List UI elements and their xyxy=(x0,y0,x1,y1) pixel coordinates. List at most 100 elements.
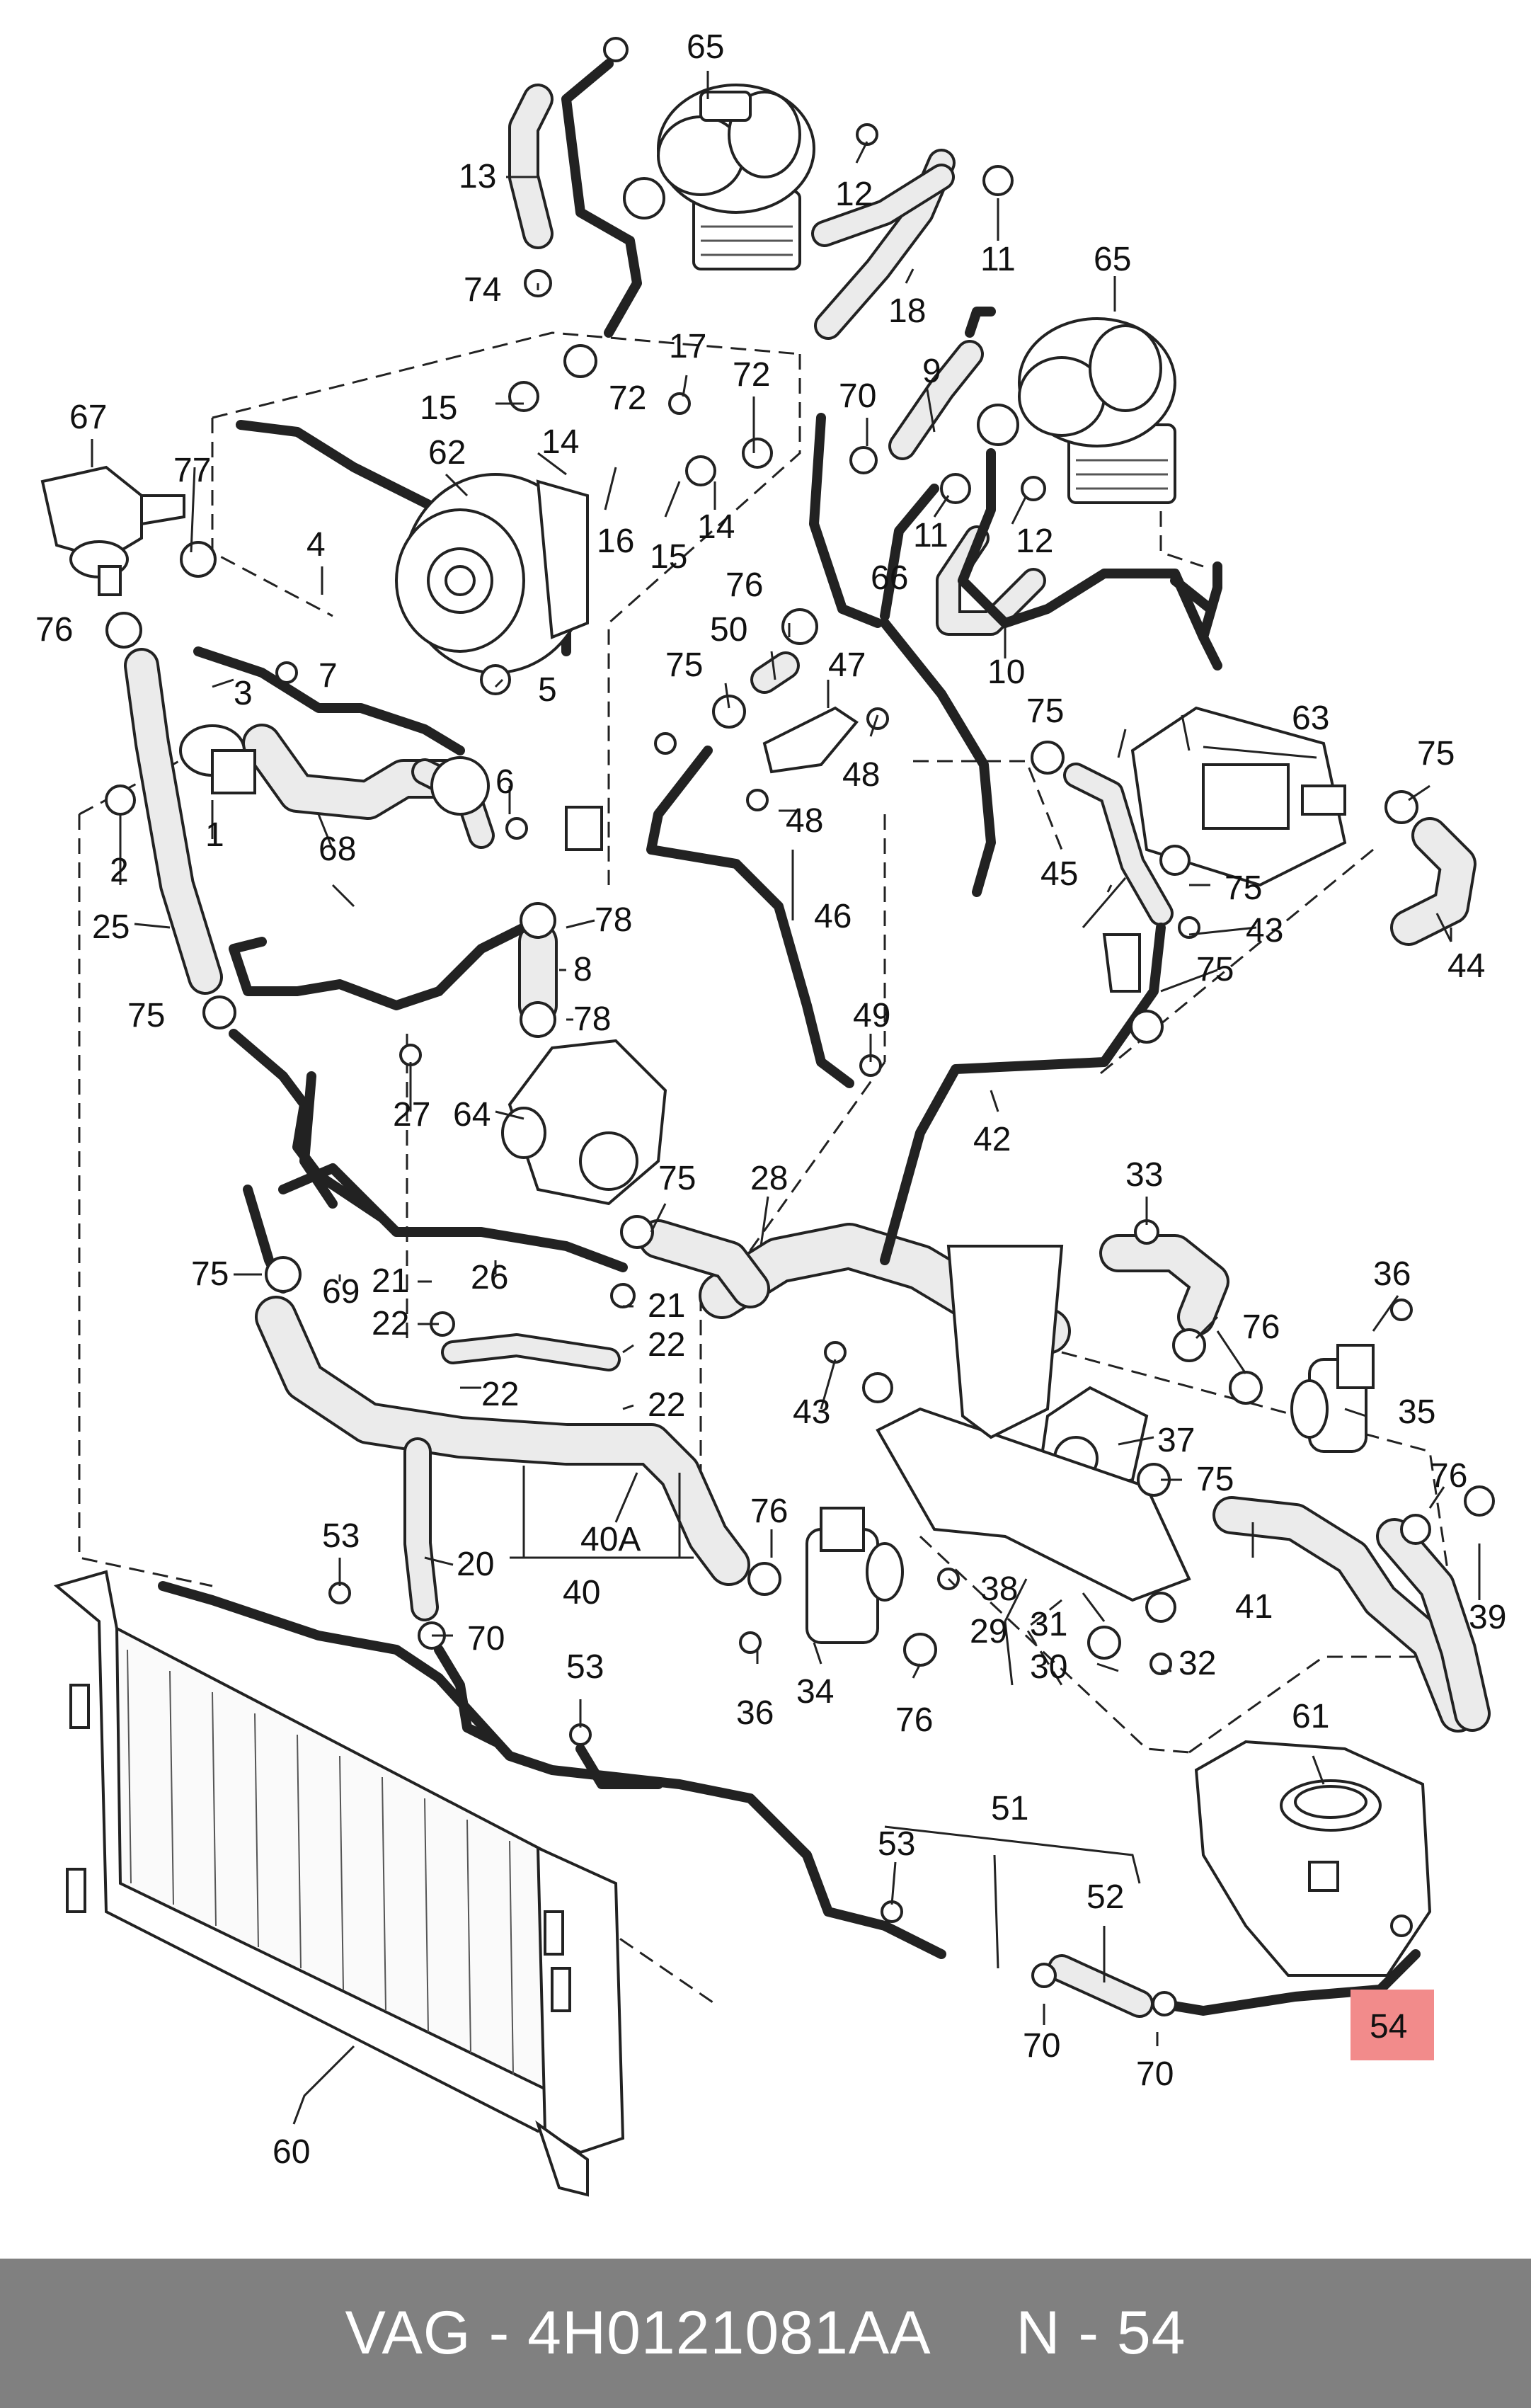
label-22b: 22 xyxy=(648,1326,685,1364)
radiator xyxy=(53,1570,625,2197)
label-69: 69 xyxy=(322,1273,360,1311)
label-25: 25 xyxy=(92,908,130,946)
label-45: 45 xyxy=(1040,855,1078,893)
label-50: 50 xyxy=(710,611,747,649)
label-76d: 76 xyxy=(1430,1457,1467,1495)
label-77: 77 xyxy=(173,452,211,489)
label-76e: 76 xyxy=(750,1493,788,1530)
footer-bar: VAG - 4H0121081AA N - 54 xyxy=(0,2259,1531,2408)
label-10: 10 xyxy=(987,654,1025,691)
label-14b: 14 xyxy=(697,508,735,546)
label-65a: 65 xyxy=(687,28,724,66)
label-40a: 40A xyxy=(580,1521,641,1558)
label-27: 27 xyxy=(393,1096,430,1134)
label-21a: 21 xyxy=(372,1262,409,1300)
highlight-box-54 xyxy=(1351,1990,1434,2060)
components xyxy=(40,84,1432,1977)
label-37: 37 xyxy=(1157,1422,1195,1459)
valve-35 xyxy=(1290,1344,1375,1453)
label-53b: 53 xyxy=(566,1648,604,1686)
label-39: 39 xyxy=(1469,1599,1506,1636)
label-67: 67 xyxy=(69,399,107,436)
label-76a: 76 xyxy=(726,566,763,604)
flange xyxy=(179,724,490,816)
label-8: 8 xyxy=(573,951,592,988)
label-52: 52 xyxy=(1086,1878,1124,1916)
label-54: 54 xyxy=(1370,2008,1407,2045)
label-42: 42 xyxy=(973,1121,1011,1158)
label-35: 35 xyxy=(1398,1393,1435,1431)
label-2: 2 xyxy=(110,852,129,889)
label-68: 68 xyxy=(319,831,356,868)
label-11a: 11 xyxy=(980,241,1016,278)
label-28: 28 xyxy=(750,1160,788,1197)
label-22a: 22 xyxy=(372,1305,409,1342)
label-72a: 72 xyxy=(609,380,646,417)
label-70c: 70 xyxy=(1023,2027,1060,2065)
label-13: 13 xyxy=(459,158,496,195)
label-32: 32 xyxy=(1179,1645,1216,1682)
label-16: 16 xyxy=(597,523,634,560)
pipes xyxy=(158,59,1421,2016)
label-21b: 21 xyxy=(648,1287,685,1325)
label-17: 17 xyxy=(669,328,706,365)
part-number-caption: VAG - 4H0121081AA N - 54 xyxy=(345,2299,1186,2367)
label-75c: 75 xyxy=(1417,735,1455,772)
expansion-tank xyxy=(1194,1740,1432,1977)
label-75e: 75 xyxy=(127,997,165,1034)
label-75g: 75 xyxy=(658,1160,696,1197)
radiator-fins xyxy=(127,1649,514,2075)
label-75b: 75 xyxy=(1026,692,1064,730)
label-64: 64 xyxy=(453,1096,491,1134)
label-44: 44 xyxy=(1447,947,1485,985)
leader-lines xyxy=(91,71,1481,2125)
label-34: 34 xyxy=(796,1673,834,1711)
label-11b: 11 xyxy=(913,517,948,554)
label-75a: 75 xyxy=(665,646,703,684)
clamps-and-bolts xyxy=(105,37,1495,2016)
label-36a: 36 xyxy=(1373,1255,1411,1293)
label-31: 31 xyxy=(1030,1606,1067,1643)
water-pump xyxy=(501,1039,667,1206)
label-72b: 72 xyxy=(733,356,770,394)
label-7: 7 xyxy=(319,657,338,695)
label-9: 9 xyxy=(922,353,941,390)
label-70a: 70 xyxy=(839,377,876,415)
label-41: 41 xyxy=(1235,1588,1273,1626)
label-12a: 12 xyxy=(835,176,873,213)
label-43a: 43 xyxy=(1246,912,1283,949)
label-1: 1 xyxy=(205,816,224,854)
label-26: 26 xyxy=(471,1259,508,1296)
label-48a: 48 xyxy=(842,756,880,794)
label-63: 63 xyxy=(1292,700,1329,737)
callout-labels: 65 13 12 11 74 18 65 67 15 72 17 72 70 9… xyxy=(35,28,1506,2171)
auxiliary-pump xyxy=(40,465,185,596)
turbocharger-top xyxy=(623,84,815,270)
label-75d: 75 xyxy=(1225,869,1262,907)
label-61: 61 xyxy=(1292,1698,1329,1735)
label-53a: 53 xyxy=(322,1517,360,1555)
label-6: 6 xyxy=(495,763,515,801)
label-4: 4 xyxy=(306,526,326,564)
label-48b: 48 xyxy=(786,802,823,840)
label-76b: 76 xyxy=(35,611,73,649)
label-76f: 76 xyxy=(895,1701,933,1739)
label-22d: 22 xyxy=(648,1386,685,1424)
label-76c: 76 xyxy=(1242,1308,1280,1346)
label-43b: 43 xyxy=(793,1393,830,1431)
label-38: 38 xyxy=(980,1570,1018,1608)
valve-34 xyxy=(805,1507,904,1644)
label-49: 49 xyxy=(853,997,890,1034)
label-74: 74 xyxy=(464,271,501,309)
label-66: 66 xyxy=(871,559,908,597)
label-14a: 14 xyxy=(541,423,579,461)
label-30: 30 xyxy=(1030,1648,1067,1686)
label-18: 18 xyxy=(888,292,926,330)
label-47: 47 xyxy=(828,646,866,684)
label-51: 51 xyxy=(991,1790,1028,1827)
bracket-29 xyxy=(876,1245,1191,1602)
oil-cooler xyxy=(1130,706,1347,887)
label-78b: 78 xyxy=(573,1000,611,1038)
label-20: 20 xyxy=(457,1546,494,1583)
label-53c: 53 xyxy=(878,1825,915,1863)
